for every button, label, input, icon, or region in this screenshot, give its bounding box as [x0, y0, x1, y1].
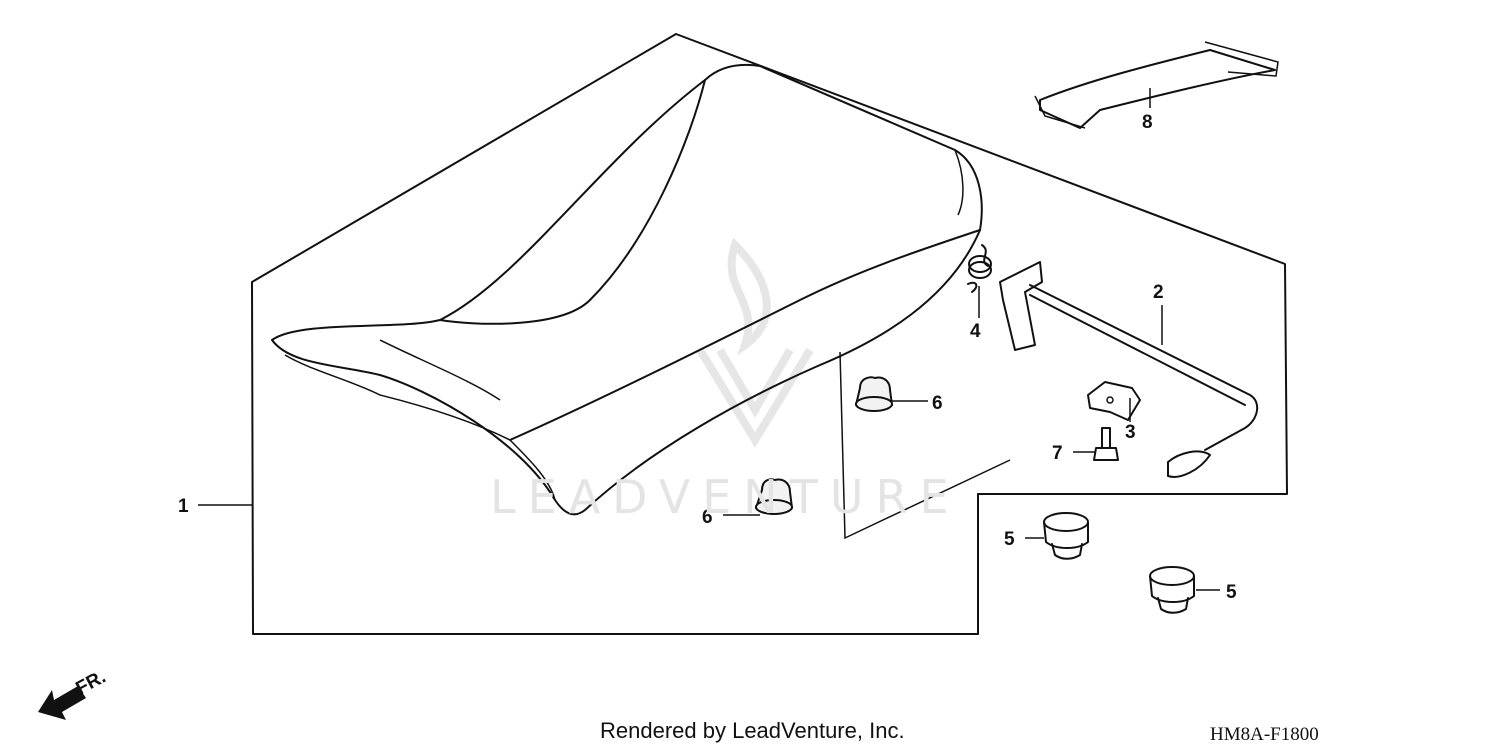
assembly-outline-frame	[251, 33, 1288, 635]
callout-4: 4	[970, 321, 981, 342]
cushion-lower	[754, 478, 794, 515]
callout-8: 8	[1142, 112, 1153, 133]
sub-assembly-bracket	[839, 351, 1011, 540]
callout-3: 3	[1125, 422, 1136, 443]
diagram-code: HM8A-F1800	[1210, 724, 1319, 745]
grommet-lower	[1149, 566, 1195, 614]
cushion-upper	[854, 376, 894, 412]
watermark-logo	[696, 237, 814, 448]
bolt	[1093, 427, 1119, 461]
front-direction-arrow-icon	[38, 686, 86, 720]
callout-7: 7	[1052, 443, 1063, 464]
spring	[967, 244, 992, 293]
clip	[1087, 381, 1141, 421]
callout-6-lower: 6	[702, 507, 713, 528]
callout-1: 1	[178, 496, 189, 517]
callout-6-upper: 6	[932, 393, 943, 414]
callout-5-lower: 5	[1226, 582, 1237, 603]
callout-2: 2	[1153, 282, 1164, 303]
leader-lines	[198, 88, 1220, 591]
callout-5-upper: 5	[1004, 529, 1015, 550]
strap	[1034, 41, 1279, 129]
render-credit: Rendered by LeadVenture, Inc.	[600, 718, 905, 743]
watermark-text: LEADVENTURE	[490, 470, 961, 524]
seat	[271, 63, 983, 516]
grommet-upper	[1043, 512, 1089, 560]
seat-latch	[999, 261, 1259, 478]
